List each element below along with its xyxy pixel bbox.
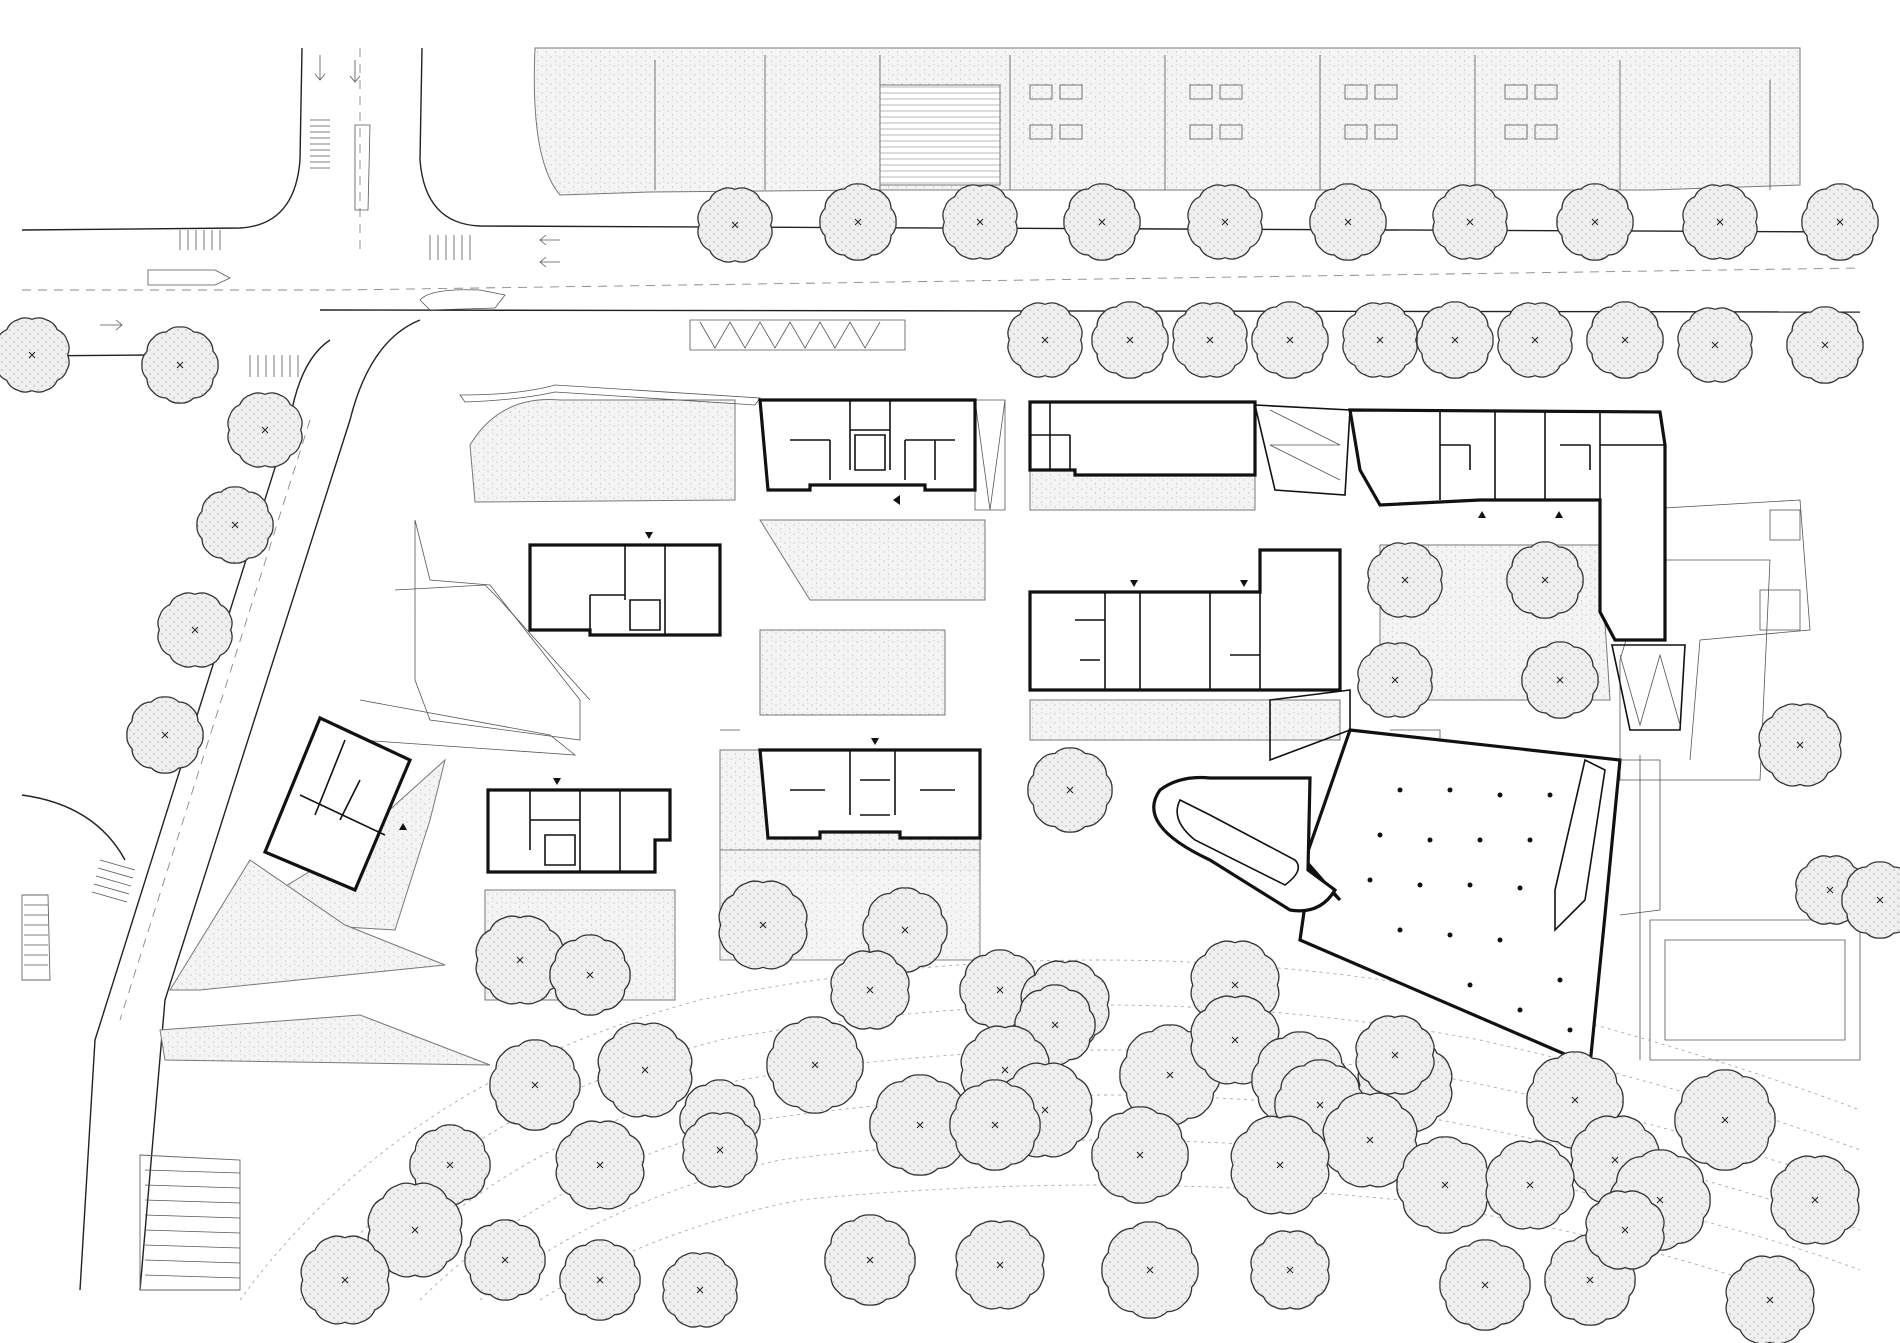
tree-icon	[157, 592, 233, 668]
building-center-large	[1028, 548, 1342, 692]
tree-icon	[559, 1239, 641, 1321]
tree-icon	[1187, 184, 1263, 260]
building-south-center	[758, 748, 982, 840]
tree-icon	[597, 1022, 693, 1118]
tree-icon	[862, 887, 948, 973]
tree-icon	[141, 326, 219, 404]
tree-icon	[464, 1219, 546, 1301]
tree-icon	[555, 1120, 645, 1210]
tree-icon	[1677, 307, 1753, 383]
tree-icon	[718, 880, 808, 970]
entrance-marker-icon	[399, 495, 1563, 830]
tree-icon	[662, 1252, 738, 1328]
tree-icon	[1101, 1221, 1199, 1319]
tree-icon	[1322, 1092, 1418, 1188]
tree-icon	[819, 183, 897, 261]
road-network	[21, 47, 1861, 1291]
tree-icon	[1367, 542, 1443, 618]
tree-icon	[1770, 1155, 1860, 1245]
tree-icon	[955, 1220, 1045, 1310]
tree-icon	[1063, 183, 1141, 261]
tree-icon	[1556, 183, 1634, 261]
connector-bridges	[1253, 404, 1686, 762]
tree-icon	[1230, 1115, 1330, 1215]
building-southwest-angled	[262, 715, 413, 893]
tree-icon	[1841, 861, 1900, 939]
tree-icon	[1250, 1230, 1330, 1310]
building-north-east	[1348, 408, 1667, 642]
tree-icon	[1521, 641, 1599, 719]
tree-icon	[1586, 301, 1664, 379]
tree-icon	[1251, 301, 1329, 379]
tree-icon	[549, 934, 631, 1016]
tree-icon	[1342, 302, 1418, 378]
building-north-middle	[1028, 400, 1257, 477]
tree-icon	[1432, 184, 1508, 260]
tree-icon	[1355, 1015, 1435, 1095]
tree-icon	[1497, 302, 1573, 378]
tree-icon	[942, 184, 1018, 260]
tree-icon	[1725, 1255, 1815, 1343]
tree-icon	[489, 1039, 581, 1131]
tree-icon	[869, 1074, 971, 1176]
building-south-west	[486, 788, 672, 874]
tree-icon	[1786, 306, 1864, 384]
tree-icon	[1801, 183, 1879, 261]
tree-icon	[1506, 541, 1584, 619]
tree-icon	[0, 317, 70, 393]
tree-icon	[367, 1182, 463, 1278]
tree-icon	[830, 950, 910, 1030]
neighbor-buildings-north	[533, 47, 1801, 196]
tree-icon	[300, 1235, 390, 1325]
tree-icon	[1091, 1106, 1189, 1204]
tree-icon	[682, 1112, 758, 1188]
tree-icon	[1439, 1239, 1531, 1331]
tree-icon	[1396, 1136, 1494, 1234]
tree-icon	[1416, 301, 1494, 379]
trees-layer	[0, 183, 1900, 1343]
tree-icon	[949, 1079, 1041, 1171]
tree-icon	[1027, 747, 1113, 833]
tree-icon	[227, 392, 303, 468]
tree-icon	[1172, 302, 1248, 378]
building-north-center	[758, 398, 977, 492]
tree-icon	[1485, 1140, 1575, 1230]
hall-building	[1152, 728, 1661, 1068]
tree-icon	[126, 696, 204, 774]
tree-icon	[1309, 183, 1387, 261]
tree-icon	[1585, 1190, 1665, 1270]
hall-columns	[1367, 787, 1573, 1033]
tree-icon	[1674, 1069, 1776, 1171]
tree-icon	[475, 915, 565, 1005]
tree-icon	[1758, 703, 1842, 787]
tree-icon	[697, 187, 773, 263]
tree-icon	[1357, 642, 1433, 718]
tree-icon	[1091, 301, 1169, 379]
tree-icon	[824, 1214, 916, 1306]
tree-icon	[766, 1016, 864, 1114]
tree-icon	[1007, 302, 1083, 378]
building-west-middle	[528, 543, 722, 637]
tree-icon	[196, 486, 274, 564]
tree-icon	[1682, 184, 1758, 260]
